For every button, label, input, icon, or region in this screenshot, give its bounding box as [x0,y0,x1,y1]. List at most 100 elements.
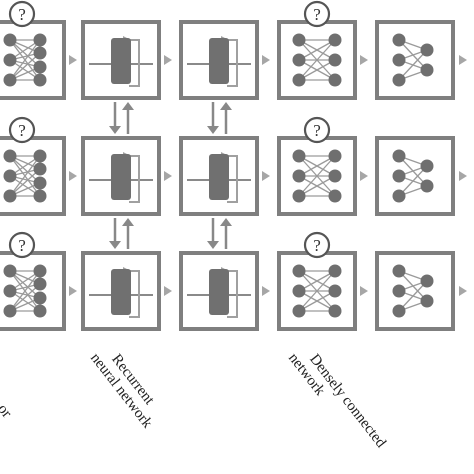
network-node [3,284,17,298]
vertical-arrow-down-head [109,126,121,134]
flow-arrow-right [69,171,77,181]
network-node [392,264,406,278]
network-node [3,73,17,87]
network-node [292,304,306,318]
network-node [33,189,47,203]
flow-arrow-right [164,286,172,296]
flow-arrow-right [164,171,172,181]
stage-box-row2-col3 [179,136,259,216]
rnn-cell-block [111,269,131,315]
network-node [420,159,434,173]
flow-arrow-right [459,171,467,181]
network-node [420,294,434,308]
network-node [420,63,434,77]
stage-box-frame [375,251,455,331]
network-node [3,189,17,203]
network-node [420,43,434,57]
network-edge [9,283,41,312]
stage-box-row2-col1 [0,136,66,216]
network-edge [298,155,336,197]
stage-box-frame [375,136,455,216]
question-bubble [8,231,36,259]
network-node [292,33,306,47]
rnn-loop [227,155,238,203]
network-node [420,274,434,288]
network-edge [298,39,336,61]
stage-box-row2-col2 [81,136,161,216]
network-node [3,169,17,183]
rnn-loop [227,270,238,318]
flow-arrow-right [262,286,270,296]
stage-box-frame [81,136,161,216]
vertical-arrow-up-head [122,102,134,110]
network-node [33,162,47,176]
network-node [328,33,342,47]
rnn-loop [129,155,140,203]
rnn-loop [227,39,238,87]
network-edge [298,270,336,292]
network-edge [298,155,336,177]
network-node [392,73,406,87]
network-node [33,304,47,318]
network-node [33,46,47,60]
network-node [3,149,17,163]
rnn-loop [129,270,140,318]
flow-arrow-right [69,55,77,65]
network-node [33,176,47,190]
vertical-arrow-down-head [207,126,219,134]
network-edge [9,39,41,68]
stage-box-frame [375,20,455,100]
question-bubble [303,116,331,144]
network-node [392,304,406,318]
flow-arrow-right [262,55,270,65]
stage-box-row3-col1 [0,251,66,331]
network-edge [298,175,336,197]
network-edge [9,168,41,197]
network-node [392,33,406,47]
network-node [33,149,47,163]
network-edge [9,39,41,81]
network-node [292,169,306,183]
network-node [328,264,342,278]
network-edge [398,165,428,197]
network-node [3,53,17,67]
network-node [292,53,306,67]
network-node [392,169,406,183]
network-node [392,53,406,67]
network-node [292,264,306,278]
network-node [328,169,342,183]
stage-box-row2-col4 [277,136,357,216]
network-edge [9,155,41,184]
network-edge [9,270,41,299]
question-mark: ? [18,5,26,24]
network-node [3,304,17,318]
flow-arrow-right [360,55,368,65]
network-node [33,33,47,47]
network-node [392,189,406,203]
network-node [328,53,342,67]
vertical-arrow-down-head [109,241,121,249]
question-bubble [303,0,331,28]
question-mark: ? [18,121,26,140]
network-edge [398,49,428,81]
rnn-cell-block [209,269,229,315]
network-edge [298,270,336,312]
network-node [292,189,306,203]
network-node [3,33,17,47]
network-node [392,284,406,298]
question-bubble [8,0,36,28]
stage-box-row1-col4 [277,20,357,100]
network-node [292,73,306,87]
network-node [33,264,47,278]
network-edge [298,59,336,81]
stage-box-row2-col5 [375,136,455,216]
network-edge [9,52,41,81]
network-node [392,149,406,163]
flow-arrow-right [262,171,270,181]
flow-arrow-right [360,286,368,296]
stage-box-row1-col1 [0,20,66,100]
network-node [292,284,306,298]
flow-arrow-right [69,286,77,296]
rnn-loop [129,39,140,87]
